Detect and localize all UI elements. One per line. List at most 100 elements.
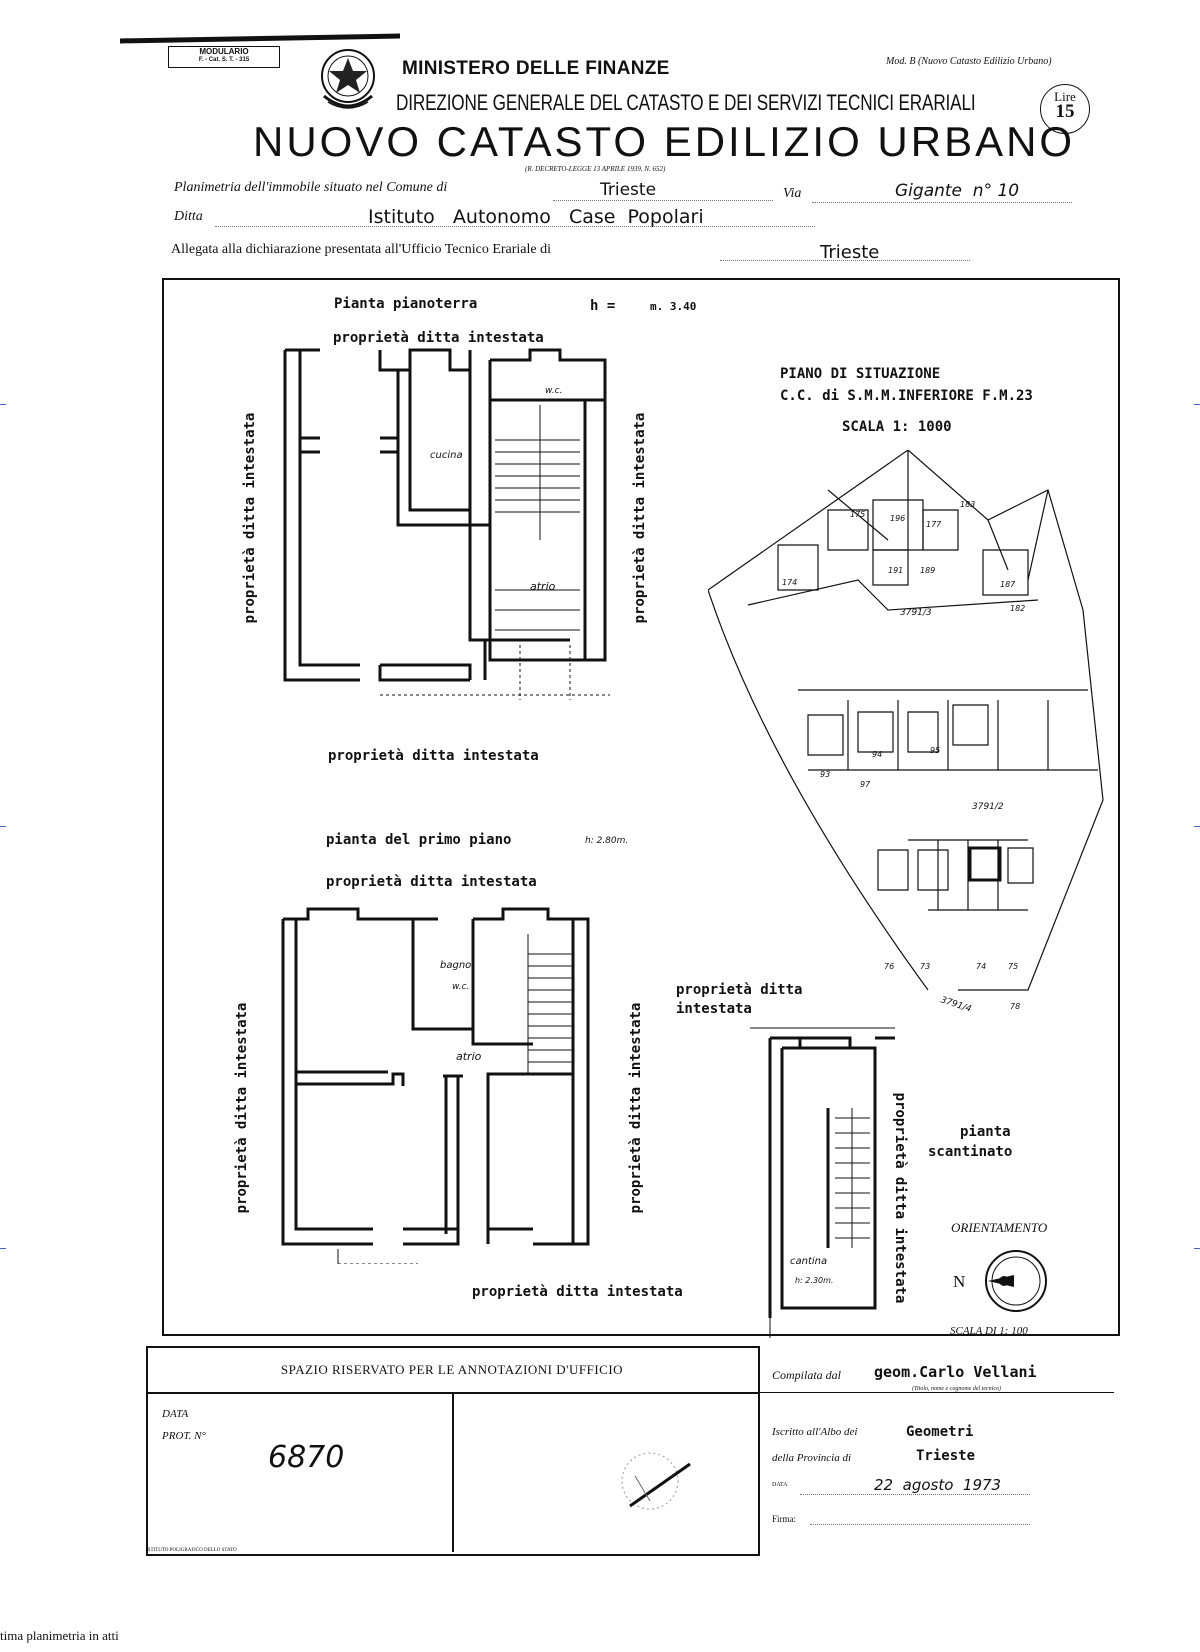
room-cantina: cantina: [790, 1256, 828, 1267]
owner-label-first-right-top-l2: intestata: [676, 1001, 752, 1017]
edge-mark: [1194, 404, 1200, 405]
data2-field: [800, 1488, 1030, 1495]
north-label: N: [953, 1272, 966, 1291]
republic-emblem-icon: [318, 44, 378, 116]
lot-label: 94: [872, 750, 883, 759]
annotations-box: [146, 1346, 760, 1556]
room-wc-ground: w.c.: [545, 386, 563, 396]
lot-label: 95: [930, 746, 941, 755]
stamp-badge: Lire 15: [1040, 84, 1090, 134]
compilata-rule: [758, 1392, 1114, 1393]
parcel-a: 3791/3: [900, 608, 932, 618]
lot-label: 196: [890, 514, 906, 523]
lot-label: 187: [1000, 580, 1016, 589]
lot-label: 93: [820, 770, 831, 779]
lot-label: 182: [1010, 604, 1026, 613]
allegata-field: [720, 246, 970, 261]
owner-label-first-right-top-l1: proprietà ditta: [676, 982, 803, 998]
compilata-value: geom.Carlo Vellani: [874, 1363, 1037, 1381]
room-bagno-wc: w.c.: [452, 982, 470, 992]
annotations-divider: [452, 1392, 454, 1552]
edge-mark: [0, 826, 6, 827]
room-cucina: cucina: [430, 450, 463, 461]
lot-label: 97: [860, 780, 871, 789]
comune-value: Trieste: [600, 180, 657, 200]
edge-mark: [0, 404, 6, 405]
lot-label: 189: [920, 566, 936, 575]
ground-height-value: m. 3.40: [650, 300, 697, 313]
room-atrio-ground: atrio: [530, 580, 556, 593]
parcel-b: 3791/2: [972, 802, 1004, 812]
plan-frame: [162, 278, 1120, 1336]
prot-label: PROT. N°: [162, 1430, 206, 1442]
allegata-label: Allegata alla dichiarazione presentata a…: [171, 242, 552, 257]
stamp-amount: 15: [1055, 101, 1075, 122]
cellar-title-l1: pianta: [960, 1124, 1011, 1140]
decree-note: (R. DECRETO-LEGGE 13 APRILE 1939, N. 652…: [525, 165, 666, 173]
lot-label: 183: [960, 500, 976, 509]
firma-label: Firma:: [772, 1514, 796, 1524]
direzione-title: DIREZIONE GENERALE DEL CATASTO E DEI SER…: [396, 90, 976, 115]
provincia-label: della Provincia di: [772, 1452, 852, 1464]
compilata-note: (Titolo, nome e cognome del tecnico): [912, 1386, 1001, 1392]
firma-field: [810, 1520, 1030, 1525]
prot-value: 6870: [268, 1440, 345, 1475]
room-atrio-first: atrio: [456, 1050, 482, 1063]
modulario-line1: MODULARIO: [199, 47, 249, 56]
ground-floor-plan: [280, 340, 620, 700]
lot-label: 174: [782, 578, 798, 587]
edge-mark: [1194, 1248, 1200, 1249]
printer-note: ISTITUTO POLIGRAFICO DELLO STATO: [146, 1548, 237, 1553]
edge-mark: [1194, 826, 1200, 827]
ditta-label: Ditta: [174, 209, 203, 224]
provincia-value: Trieste: [916, 1448, 976, 1464]
lot-label: 75: [1008, 962, 1019, 971]
situazione-title: PIANO DI SITUAZIONE: [780, 366, 941, 382]
stamp-lire: Lire: [1054, 89, 1076, 104]
owner-label-cellar: proprietà ditta intestata: [892, 1092, 908, 1304]
lot-label: 78: [1010, 1002, 1021, 1011]
owner-label-ground-top: proprietà ditta intestata: [333, 330, 544, 346]
north-compass-icon: [980, 1246, 1050, 1316]
room-bagno: bagno: [440, 960, 472, 971]
ground-height-label: h =: [590, 298, 616, 314]
lot-label: 73: [920, 962, 931, 971]
office-stamp-icon: [610, 1436, 700, 1526]
via-label: Via: [783, 186, 802, 201]
lot-label: 76: [884, 962, 895, 971]
first-floor-title: pianta del primo piano: [326, 832, 512, 848]
lot-label: 175: [850, 510, 866, 519]
iscritto-label: Iscritto all'Albo dei: [772, 1426, 858, 1438]
owner-label-ground-left: proprietà ditta intestata: [242, 412, 258, 624]
owner-label-ground-right: proprietà ditta intestata: [632, 412, 648, 624]
owner-label-first-bottom: proprietà ditta intestata: [472, 1284, 683, 1300]
lot-label: 177: [926, 520, 942, 529]
cellar-title-l2: scantinato: [928, 1144, 1013, 1160]
page-title: NUOVO CATASTO EDILIZIO URBANO: [253, 118, 1076, 165]
bottom-note: tima planimetria in atti: [0, 1628, 119, 1643]
first-floor-height: h: 2.80m.: [585, 836, 629, 846]
modulario-line2: F. - Cat. S. T. - 315: [198, 57, 250, 63]
allegata-value: Trieste: [820, 242, 880, 263]
model-label: Mod. B (Nuovo Catasto Edilizio Urbano): [886, 56, 1052, 67]
comune-field: [553, 182, 773, 201]
cantina-height: h: 2.30m.: [795, 1276, 834, 1285]
ditta-field: [215, 212, 815, 227]
ditta-value: Istituto Autonomo Case Popolari: [368, 206, 704, 228]
iscritto-value: Geometri: [906, 1424, 974, 1440]
edge-mark: [0, 1248, 6, 1249]
compilata-label: Compilata dal: [772, 1368, 842, 1382]
owner-label-first-top: proprietà ditta intestata: [326, 874, 537, 890]
owner-label-first-left: proprietà ditta intestata: [234, 1002, 250, 1214]
orientamento-label: ORIENTAMENTO: [951, 1220, 1048, 1235]
lot-label: 191: [888, 566, 904, 575]
spazio-label: SPAZIO RISERVATO PER LE ANNOTAZIONI D'UF…: [280, 1362, 624, 1377]
lot-label: 74: [976, 962, 987, 971]
modulario-box: MODULARIO F. - Cat. S. T. - 315: [168, 46, 280, 68]
header-rule: [120, 33, 400, 44]
owner-label-first-right: proprietà ditta intestata: [628, 1002, 644, 1214]
planimetria-label: Planimetria dell'immobile situato nel Co…: [174, 180, 448, 195]
via-field: [812, 188, 1072, 203]
scale-label: SCALA DI 1: 100: [950, 1325, 1028, 1337]
situation-map: [708, 450, 1108, 1010]
